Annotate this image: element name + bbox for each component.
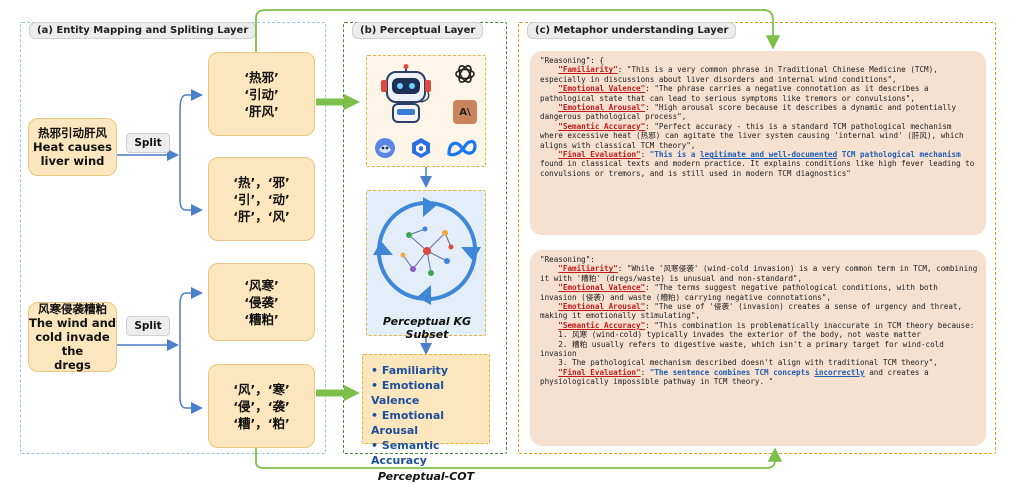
feature-emotional-arousal: • Emotional Arousal xyxy=(371,409,445,437)
split-label: Split xyxy=(126,316,170,336)
word-tokens-box-2: ‘风寒’ ‘侵袭’ ‘糟粕’ xyxy=(208,263,315,341)
char-token-row: ‘引’，‘动’ xyxy=(233,191,290,207)
char-token-row: ‘热’，‘邪’ xyxy=(233,174,290,190)
char-token-row: ‘风’，‘寒’ xyxy=(233,381,290,397)
perceptual-cot-box: • Familiarity • Emotional Valence • Emot… xyxy=(362,354,490,483)
word-token: ‘肝风’ xyxy=(244,103,279,119)
char-token-row: ‘糟’，‘粕’ xyxy=(233,415,290,431)
split-label: Split xyxy=(126,133,170,153)
char-tokens-box-2: ‘风’，‘寒’ ‘侵’，‘袭’ ‘糟’，‘粕’ xyxy=(208,364,315,448)
char-token-row: ‘侵’，‘袭’ xyxy=(233,398,290,414)
llm-models-box: A\ xyxy=(366,55,486,167)
perceptual-kg-box: Perceptual KG Subset xyxy=(366,190,486,341)
feature-semantic-accuracy: • Semantic Accuracy xyxy=(371,439,440,467)
meta-icon xyxy=(447,139,477,157)
source-phrase-en: liver wind xyxy=(40,154,105,168)
feature-emotional-valence: • Emotional Valence xyxy=(371,379,445,407)
source-phrase-en: cold invade the xyxy=(35,330,110,358)
cube-icon xyxy=(412,138,430,158)
panel-entity-mapping: (a) Entity Mapping and Spliting Layer xyxy=(20,22,326,454)
word-token: ‘引动’ xyxy=(244,86,279,102)
robot-icon xyxy=(381,64,431,123)
reasoning-block-1: "Reasoning": { "Familiarity": "This is a… xyxy=(530,51,986,235)
reasoning-block-2: "Reasoning": "Familiarity": "While '风寒侵袭… xyxy=(530,250,986,446)
anthropic-icon: A\ xyxy=(453,100,477,124)
panel-c-title: (c) Metaphor understanding Layer xyxy=(527,22,737,39)
source-phrase-zh: 热邪引动肝风 xyxy=(38,126,107,140)
char-tokens-box-1: ‘热’，‘邪’ ‘引’，‘动’ ‘肝’，‘风’ xyxy=(208,157,315,241)
kg-caption: Perceptual KG Subset xyxy=(382,315,472,341)
cycle-arrows-icon xyxy=(373,197,481,305)
llama-icon xyxy=(375,138,395,158)
word-token: ‘侵袭’ xyxy=(244,294,279,310)
word-token: ‘风寒’ xyxy=(244,277,279,293)
source-phrase-box-2: 风寒侵袭糟粕 The wind and cold invade the dreg… xyxy=(28,302,117,372)
word-token: ‘热邪’ xyxy=(244,69,279,85)
source-phrase-en: dregs xyxy=(54,358,91,372)
openai-icon xyxy=(455,65,475,83)
panel-b-title: (b) Perceptual Layer xyxy=(352,22,484,39)
source-phrase-zh: 风寒侵袭糟粕 xyxy=(38,302,107,316)
char-token-row: ‘肝’，‘风’ xyxy=(233,208,290,224)
cot-caption: Perceptual-COT xyxy=(377,470,475,483)
panel-a-title: (a) Entity Mapping and Spliting Layer xyxy=(29,22,257,39)
knowledge-graph-icon xyxy=(400,226,454,276)
word-token: ‘糟粕’ xyxy=(244,311,279,327)
source-phrase-en: The wind and xyxy=(29,316,117,330)
source-phrase-box-1: 热邪引动肝风 Heat causes liver wind xyxy=(28,118,117,176)
feature-familiarity: • Familiarity xyxy=(371,364,448,377)
word-tokens-box-1: ‘热邪’ ‘引动’ ‘肝风’ xyxy=(208,52,315,136)
source-phrase-en: Heat causes xyxy=(33,140,112,154)
